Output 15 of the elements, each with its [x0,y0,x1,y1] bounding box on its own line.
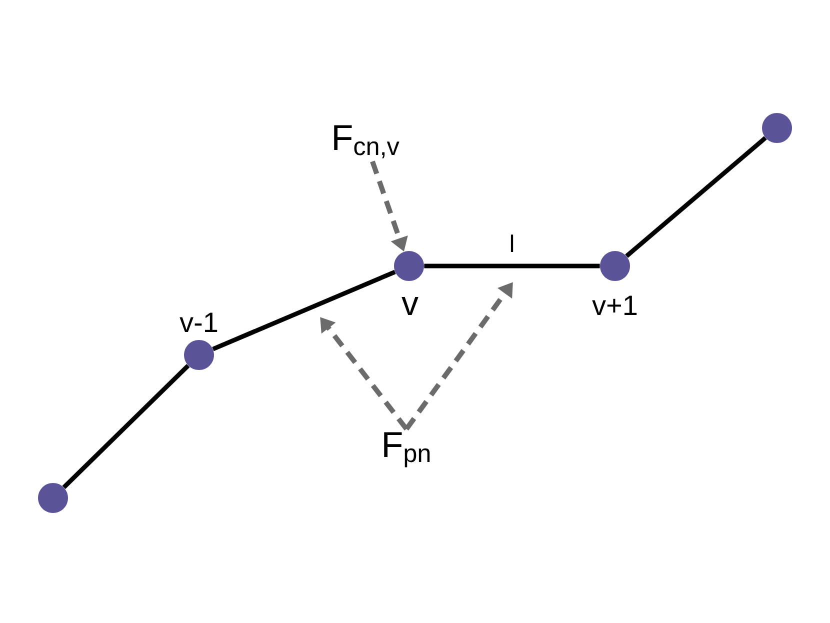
vertex-dot [184,340,214,370]
vertex-label: v-1 [180,312,218,332]
vertex-dot [762,113,792,143]
line [62,364,190,489]
line [212,270,396,352]
vertex-label: v [402,297,418,315]
vertex-dot [394,250,424,281]
vertex-dot [38,482,68,513]
force-label: F$_{pn}$ [384,432,430,468]
vertex-label: v+1 [592,296,637,315]
edge-label: l [508,234,516,253]
vertex-dot [600,250,630,281]
line [424,264,600,268]
force-label: F$_{cn,v}$ [334,125,400,158]
line [625,136,767,258]
